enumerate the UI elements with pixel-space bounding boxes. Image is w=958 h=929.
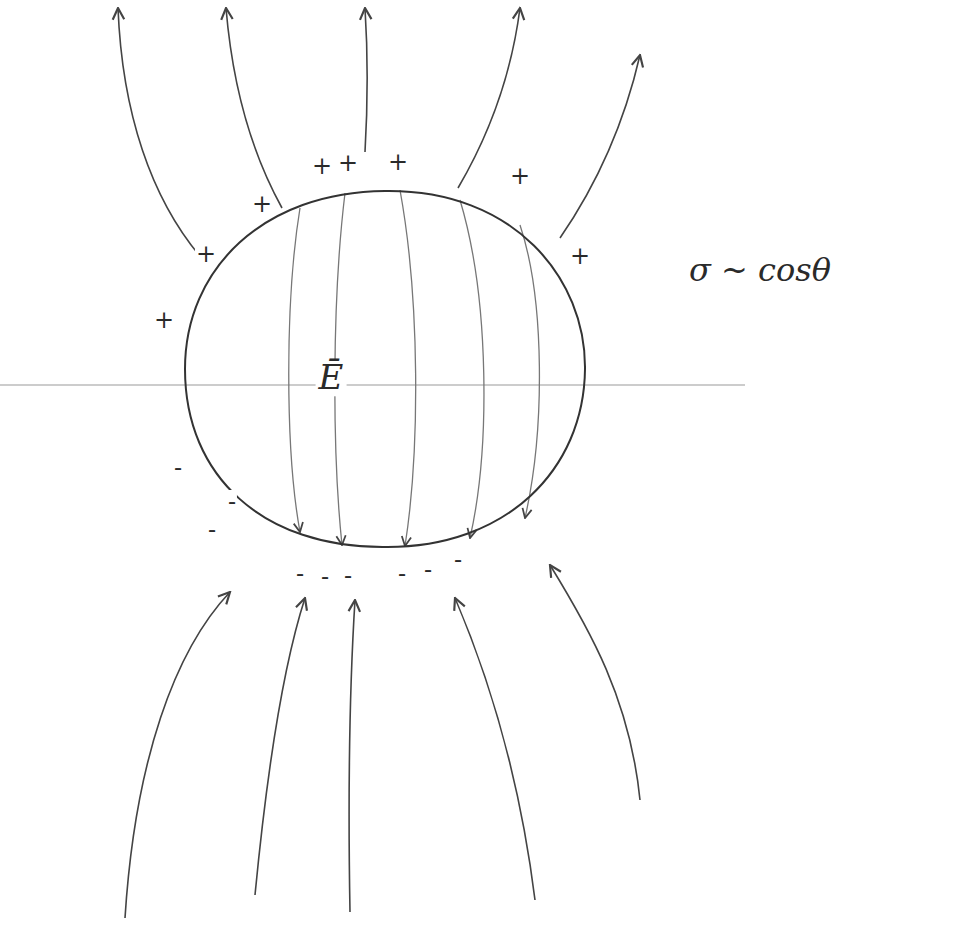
- field-line: [560, 55, 640, 238]
- field-line: [455, 598, 535, 900]
- field-line: [400, 190, 416, 546]
- field-line: [458, 8, 520, 188]
- field-line: [460, 200, 484, 538]
- field-line: [125, 592, 230, 918]
- inner-field-lines: [289, 190, 540, 546]
- field-line: [118, 8, 205, 262]
- field-line: [349, 600, 355, 912]
- field-line: [520, 225, 539, 518]
- axis-line: [0, 384, 745, 385]
- surface-charge: -: [227, 490, 237, 514]
- outer-field-lines: [118, 8, 640, 918]
- surface-charge: +: [195, 242, 217, 266]
- field-line: [550, 565, 640, 800]
- surface-charge: +: [153, 308, 175, 332]
- surface-charge: -: [173, 456, 183, 480]
- surface-charge: -: [397, 562, 407, 586]
- field-vector: Ē: [316, 359, 347, 396]
- field-line: [289, 208, 300, 532]
- field-line: [255, 598, 305, 895]
- surface-charge: +: [311, 154, 333, 178]
- surface-charge: +: [251, 192, 273, 216]
- sphere-outline: [185, 191, 585, 547]
- sphere-outline: [183, 189, 587, 549]
- surface-charge: -: [423, 558, 433, 582]
- surface-charge: +: [509, 164, 531, 188]
- surface-charge: +: [337, 151, 359, 175]
- surface-charge: -: [343, 564, 353, 588]
- field-line: [365, 8, 367, 152]
- charge-formula: σ ~ cosθ: [688, 254, 832, 286]
- surface-charge: -: [207, 518, 217, 542]
- field-line: [226, 8, 282, 208]
- surface-charge: -: [295, 562, 305, 586]
- surface-charge: -: [453, 548, 463, 572]
- surface-charge: +: [569, 244, 591, 268]
- sphere: Ē: [183, 189, 587, 549]
- surface-charge: +: [387, 150, 409, 174]
- surface-charge: -: [320, 565, 330, 589]
